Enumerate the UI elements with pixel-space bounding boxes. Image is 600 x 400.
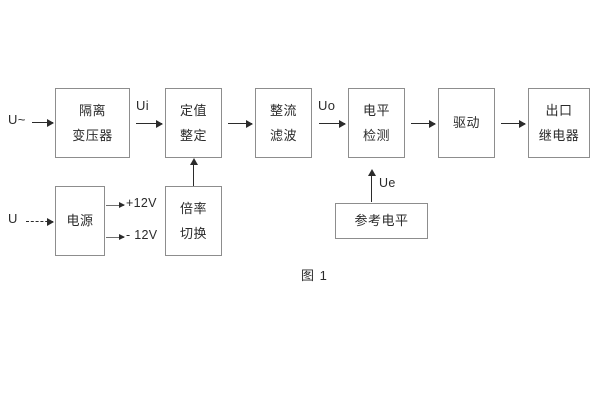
arrow-dc-to-power-supply xyxy=(26,218,54,226)
ac-input-label: U~ xyxy=(8,112,26,127)
arrow-multiplier-switch-to-setpoint xyxy=(189,158,198,186)
signal-label-ue: Ue xyxy=(379,176,396,190)
multiplier-switch-line2: 切换 xyxy=(179,225,207,241)
rail-negative-label: - 12V xyxy=(126,228,158,242)
arrow-ac-to-isolation-transformer xyxy=(32,118,54,127)
arrow-level-detect-to-drive xyxy=(411,119,436,128)
block-output-relay: 出口 继电器 xyxy=(528,88,590,158)
signal-label-ui: Ui xyxy=(136,98,149,113)
rectify-filter-line2: 滤波 xyxy=(269,127,297,143)
arrow-drive-to-output-relay xyxy=(501,119,526,128)
level-detect-line2: 检测 xyxy=(362,127,390,143)
block-isolation-transformer: 隔离 变压器 xyxy=(55,88,130,158)
rail-positive-label: +12V xyxy=(126,196,157,210)
dc-input-label: U xyxy=(8,211,18,226)
rectify-filter-line1: 整流 xyxy=(269,102,297,118)
setpoint-adjust-line1: 定值 xyxy=(179,102,207,118)
output-relay-line1: 出口 xyxy=(545,102,573,118)
block-rectify-filter: 整流 滤波 xyxy=(255,88,312,158)
reference-level-line1: 参考电平 xyxy=(354,213,409,229)
output-relay-line2: 继电器 xyxy=(538,127,580,143)
block-setpoint-adjust: 定值 整定 xyxy=(165,88,222,158)
arrow-rail-negative xyxy=(106,234,125,240)
figure-caption: 图 1 xyxy=(301,268,328,283)
block-multiplier-switch: 倍率 切换 xyxy=(165,186,222,256)
block-drive: 驱动 xyxy=(438,88,495,158)
arrow-rail-positive xyxy=(106,202,125,208)
block-reference-level: 参考电平 xyxy=(335,203,428,239)
block-power-supply: 电源 xyxy=(55,186,105,256)
isolation-transformer-line2: 变压器 xyxy=(72,127,113,143)
setpoint-adjust-line2: 整定 xyxy=(179,127,207,143)
multiplier-switch-line1: 倍率 xyxy=(179,200,207,216)
arrow-setpoint-to-rectify-filter xyxy=(228,119,253,128)
arrow-reference-level-to-level-detect xyxy=(367,169,376,202)
signal-label-uo: Uo xyxy=(318,98,336,113)
drive-line1: 驱动 xyxy=(452,115,480,131)
arrow-rectify-filter-to-level-detect xyxy=(319,119,346,128)
power-supply-line1: 电源 xyxy=(66,213,94,229)
arrow-isolation-transformer-to-setpoint xyxy=(136,119,163,128)
block-level-detect: 电平 检测 xyxy=(348,88,405,158)
isolation-transformer-line1: 隔离 xyxy=(78,102,106,118)
level-detect-line1: 电平 xyxy=(362,102,390,118)
